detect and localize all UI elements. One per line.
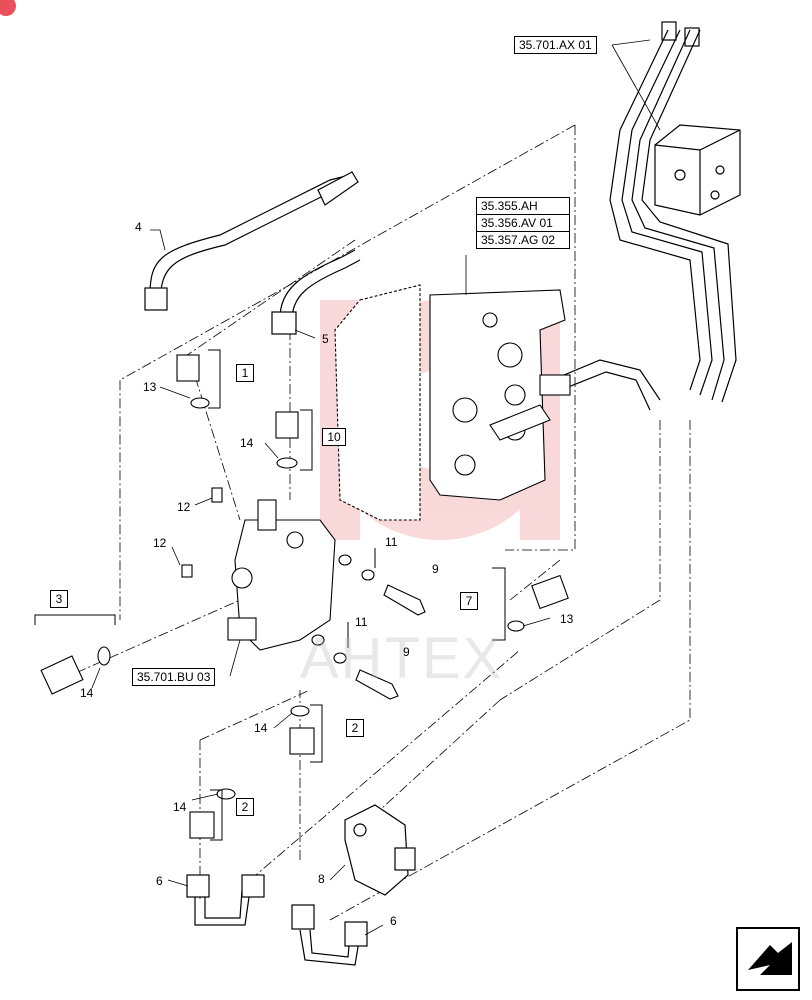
- pipe-6: [186, 874, 368, 966]
- ref-35-701-bu-03[interactable]: 35.701.BU 03: [132, 668, 216, 686]
- callout-9a: 9: [432, 562, 439, 576]
- manifold-block: [654, 124, 741, 216]
- callout-14b: 14: [80, 686, 94, 700]
- tube-4: [144, 171, 359, 311]
- corner-badge: [0, 0, 16, 16]
- boxed-item-7: 7: [460, 592, 478, 610]
- callout-4: 4: [135, 220, 142, 234]
- callout-14a: 14: [240, 436, 254, 450]
- ref-35-701-ax-01[interactable]: 35.701.AX 01: [514, 36, 597, 54]
- callout-9b: 9: [403, 645, 410, 659]
- tube-5: [271, 249, 361, 335]
- leader-lines: [59, 124, 691, 921]
- callout-12b: 12: [153, 536, 167, 550]
- callout-11a: 11: [385, 535, 398, 549]
- callout-6a: 6: [156, 874, 163, 888]
- callout-5: 5: [322, 332, 329, 346]
- callout-12a: 12: [177, 500, 191, 514]
- ref-35-357-ag-02[interactable]: 35.357.AG 02: [481, 233, 556, 247]
- boxed-item-2b: 2: [236, 798, 254, 816]
- valve-section: [334, 284, 571, 521]
- solenoid-coil: [344, 804, 416, 896]
- ref-35-355-ah[interactable]: 35.355.AH: [477, 198, 569, 215]
- boxed-item-1: 1: [236, 364, 254, 382]
- boxed-item-3: 3: [50, 590, 68, 608]
- washers-bolts: [311, 554, 426, 700]
- callout-13b: 13: [560, 612, 574, 626]
- ref-stack-valve: 35.355.AH 35.356.AV 01 35.357.AG 02: [476, 197, 570, 249]
- valve-body: [181, 487, 336, 651]
- callout-lines: [91, 39, 661, 936]
- group-brackets: [34, 349, 506, 841]
- callout-11b: 11: [355, 615, 368, 629]
- callout-13a: 13: [143, 380, 157, 394]
- boxed-item-10: 10: [322, 428, 346, 446]
- arrow-icon[interactable]: [736, 927, 800, 991]
- callout-8: 8: [318, 872, 325, 886]
- watermark-text: АНТЕХ: [300, 626, 504, 691]
- fittings: [40, 354, 569, 839]
- ref-35-356-av-01[interactable]: 35.356.AV 01: [477, 215, 569, 232]
- callout-14d: 14: [173, 800, 187, 814]
- callout-14c: 14: [254, 721, 268, 735]
- callout-6b: 6: [390, 914, 397, 928]
- tube-assembly: [539, 21, 737, 411]
- boxed-item-2a: 2: [346, 719, 364, 737]
